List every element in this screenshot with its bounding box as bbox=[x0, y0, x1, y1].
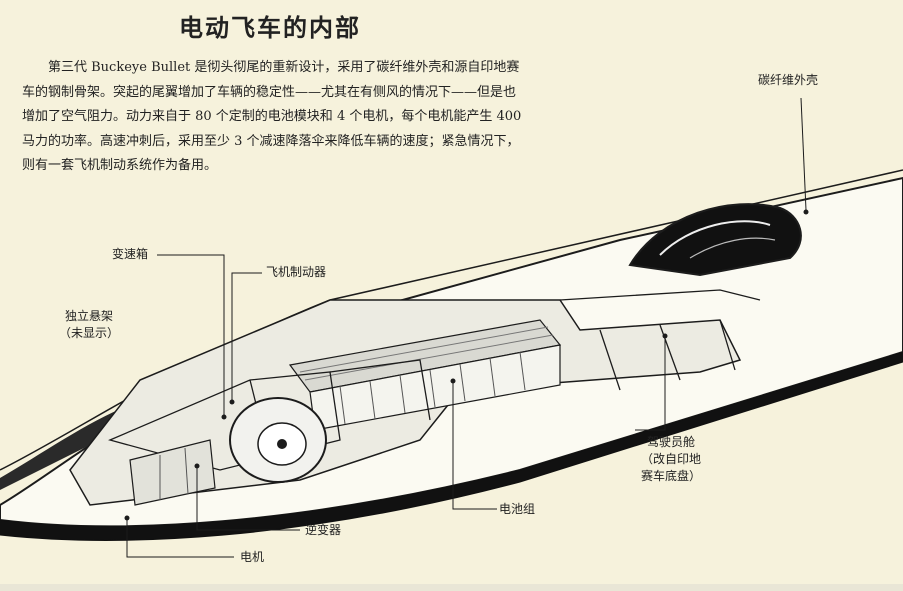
wheel-drawing bbox=[229, 397, 327, 483]
label-suspension-line2: （未显示） bbox=[58, 326, 119, 340]
label-motor: 电机 bbox=[240, 550, 265, 564]
label-carbon-shell: 碳纤维外壳 bbox=[758, 73, 819, 87]
label-inverter: 逆变器 bbox=[305, 523, 342, 537]
label-cockpit-line2: （改自印地 bbox=[640, 452, 701, 466]
bottom-band bbox=[0, 584, 903, 591]
label-suspension-line1: 独立悬架 bbox=[64, 309, 113, 323]
label-cockpit: 驾驶员舱 （改自印地 赛车底盘） bbox=[626, 434, 716, 485]
label-cockpit-line3: 赛车底盘） bbox=[640, 469, 701, 483]
label-battery-pack: 电池组 bbox=[499, 502, 536, 516]
label-suspension: 独立悬架 （未显示） bbox=[44, 308, 134, 342]
label-aircraft-brake: 飞机制动器 bbox=[266, 265, 327, 279]
label-cockpit-line1: 驾驶员舱 bbox=[646, 435, 695, 449]
leader-lines bbox=[126, 97, 807, 558]
battery-pack-drawing bbox=[288, 319, 562, 431]
cockpit-canopy-drawing bbox=[628, 203, 802, 277]
vehicle-belly bbox=[0, 351, 903, 541]
intro-paragraph: 第三代 Buckeye Bullet 是彻头彻尾的重新设计，采用了碳纤维外壳和源… bbox=[22, 60, 522, 173]
label-gearbox: 变速箱 bbox=[112, 247, 149, 261]
motor-block-drawing bbox=[129, 439, 216, 506]
page-title: 电动飞车的内部 bbox=[179, 14, 361, 42]
